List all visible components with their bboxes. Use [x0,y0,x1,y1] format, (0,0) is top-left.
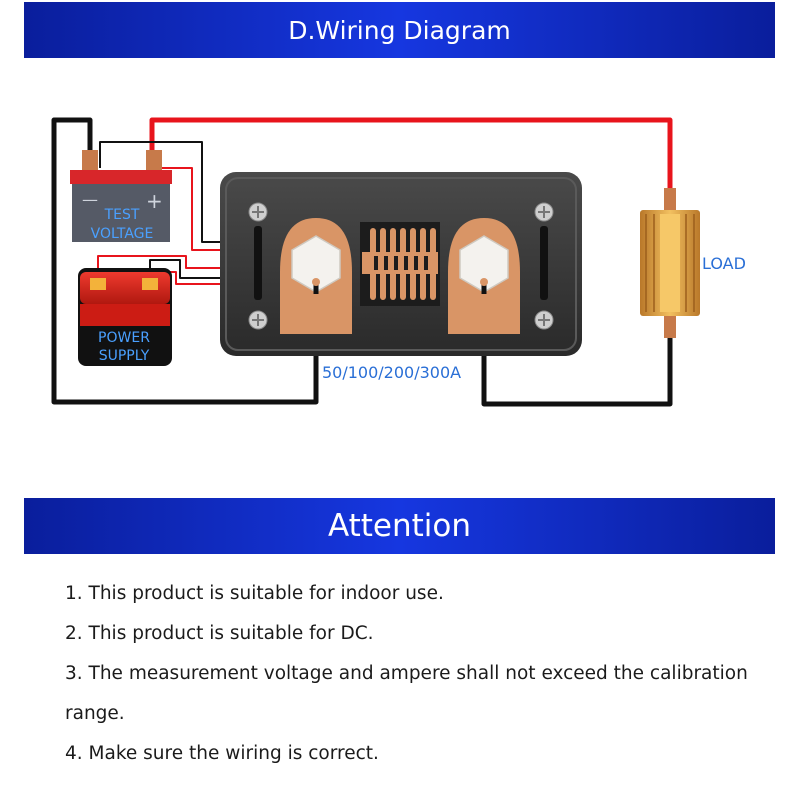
attention-item: range. [65,703,125,724]
shunt-meter [220,172,582,356]
signal-wire-red-1 [156,167,222,251]
test-voltage-battery: — + TEST VOLTAGE [70,150,172,242]
positive-wire-to-load [149,117,673,212]
load-label: LOAD [702,254,746,273]
power-battery-label-line1: POWER [98,330,150,346]
signal-wire-black-2 [149,259,222,279]
load-resistor [640,188,700,338]
power-supply-battery: - + POWER SUPPLY [78,268,172,366]
attention-item: 4. Make sure the wiring is correct. [65,743,379,764]
wiring-diagram-title: D.Wiring Diagram [288,15,511,45]
test-battery-label-line1: TEST [104,207,140,223]
power-battery-label-line2: SUPPLY [99,348,150,364]
screw-icons [248,202,554,330]
test-battery-minus-sign: — [82,190,98,209]
attention-item: 1. This product is suitable for indoor u… [65,583,444,604]
wiring-diagram-banner: D.Wiring Diagram [24,2,775,58]
test-battery-label-line2: VOLTAGE [91,226,154,242]
negative-wire-left-loop [51,117,319,405]
shunt-range-label: 50/100/200/300A [322,363,461,382]
attention-item: 3. The measurement voltage and ampere sh… [65,663,748,684]
test-battery-plus-sign: + [146,189,163,213]
attention-title: Attention [327,508,472,544]
signal-wire-red-2 [97,255,222,269]
positive-wires [149,117,673,212]
signal-wire-black-1 [99,141,222,243]
attention-item: 2. This product is suitable for DC. [65,623,374,644]
wiring-diagram: — + TEST VOLTAGE - + POWER SUPPLY [51,117,746,407]
attention-banner: Attention [24,498,775,554]
